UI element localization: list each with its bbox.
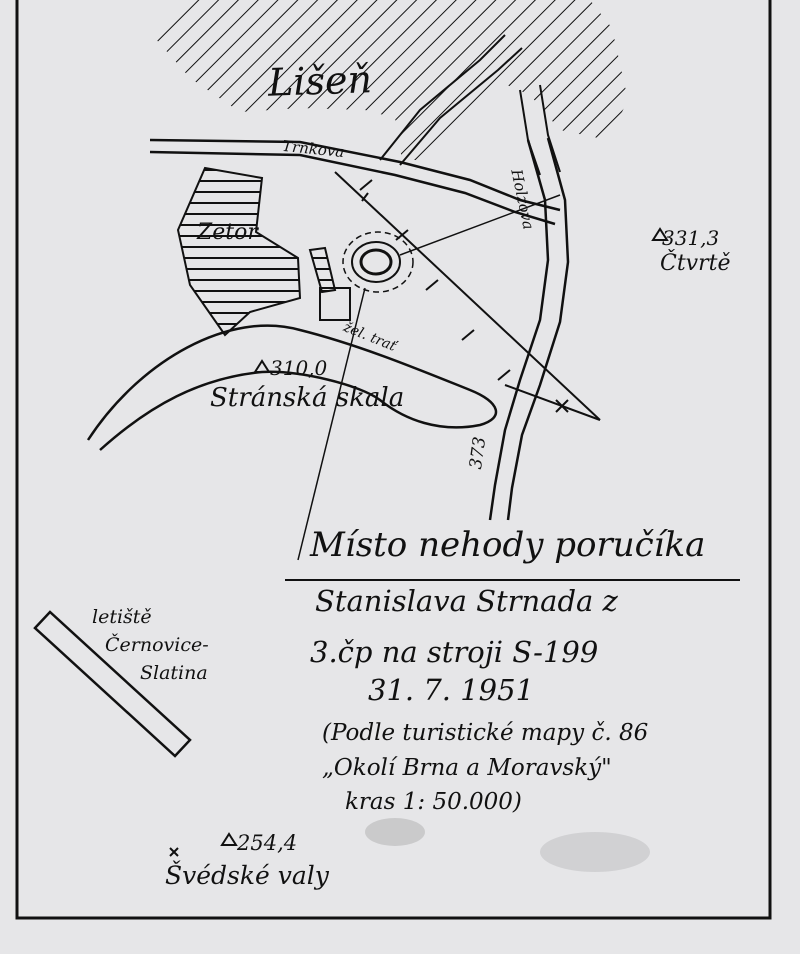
label-airfield-line-2: Černovice- xyxy=(105,634,209,656)
small-building xyxy=(308,246,337,294)
label-airfield-line-1: letiště xyxy=(92,606,152,628)
road-upper-edge xyxy=(399,47,523,166)
triangle-icon xyxy=(220,832,238,846)
railway-ticks xyxy=(359,179,569,413)
label-ctvrte: Čtvrtě xyxy=(660,251,731,276)
smudge xyxy=(540,832,650,872)
caption-line-2: 3.čp na stroji S-199 xyxy=(310,635,599,669)
road-upper xyxy=(379,34,506,161)
label-airfield-line-3: Slatina xyxy=(140,662,208,684)
caption-title: Místo nehody poručíka xyxy=(310,525,706,565)
pointer-line xyxy=(297,287,366,561)
smudge xyxy=(365,818,425,846)
caption-line-6: kras 1: 50.000) xyxy=(345,789,522,815)
railway-line xyxy=(334,171,601,421)
label-point-2544: 254,4 xyxy=(237,831,298,855)
small-cross-icon xyxy=(169,847,179,857)
caption-line-3: 31. 7. 1951 xyxy=(368,673,535,707)
label-road-373: 373 xyxy=(466,435,491,471)
holzova-road-edge xyxy=(506,137,570,521)
road-right-upper-edge xyxy=(539,84,561,173)
cross-lower xyxy=(504,384,601,421)
label-lisen: Lišeň xyxy=(267,57,373,105)
airfield-runway xyxy=(33,610,192,758)
crash-site-marker xyxy=(342,231,414,293)
zetor-factory-area xyxy=(176,166,302,337)
small-building-base xyxy=(319,287,351,321)
label-point-3313: 331,3 xyxy=(662,226,720,250)
holzova-road xyxy=(488,139,550,521)
caption-line-5: „Okolí Brna a Moravský" xyxy=(322,755,612,781)
map-frame xyxy=(15,0,772,920)
label-point-3100: 310,0 xyxy=(270,356,328,380)
label-zetor: Zetor xyxy=(197,220,258,245)
lisen-built-up-area xyxy=(155,0,628,160)
triangle-icon xyxy=(651,227,669,241)
caption-line-1: Stanislava Strnada z xyxy=(315,584,618,618)
label-stranska-skala: Stránská skala xyxy=(210,383,405,413)
secondary-line xyxy=(399,194,561,256)
trnkova-street xyxy=(149,138,561,212)
trnkova-street-edge xyxy=(149,150,556,226)
label-svedske-valy: Švédské valy xyxy=(165,861,329,890)
caption-line-4: (Podle turistické mapy č. 86 xyxy=(322,720,649,746)
triangle-icon xyxy=(253,359,271,373)
